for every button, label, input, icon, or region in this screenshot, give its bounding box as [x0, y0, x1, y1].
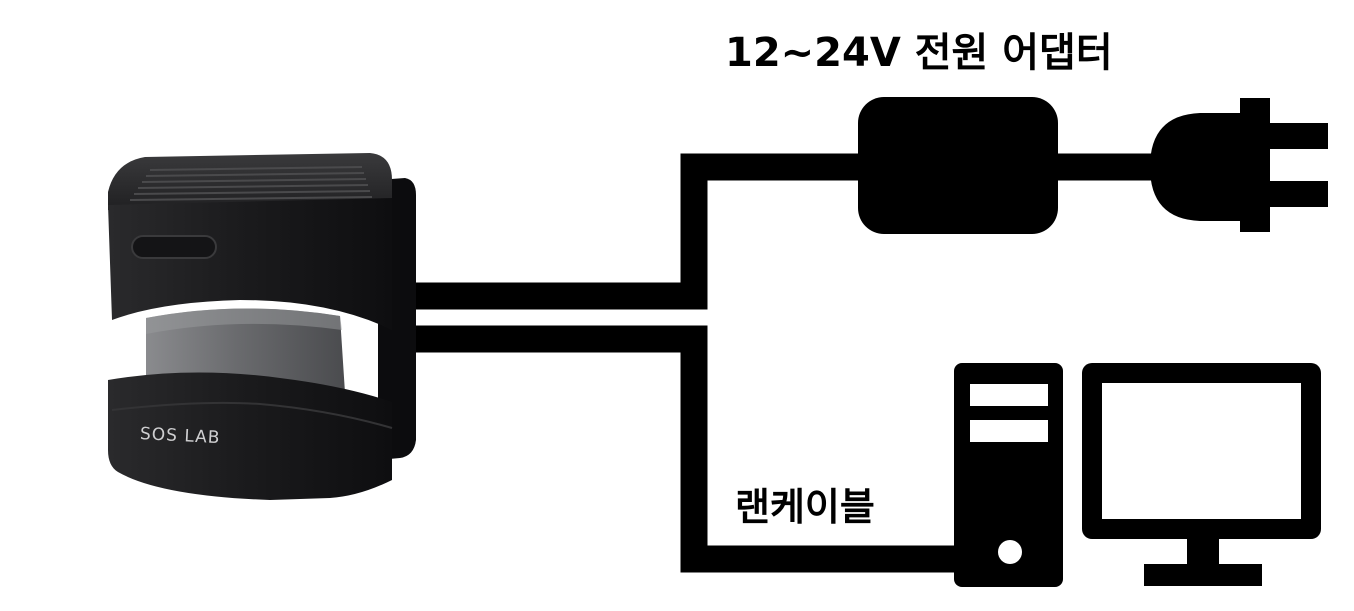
lidar-sensor: SOS LAB [108, 153, 416, 500]
pc-tower-icon [954, 363, 1063, 587]
power-plug-icon [1150, 98, 1328, 232]
device-upper-body [108, 198, 392, 330]
monitor-icon [1082, 363, 1321, 586]
vent-grille [129, 166, 373, 201]
power-adapter-label: 12~24V 전원 어댑터 [725, 30, 1113, 76]
lan-cable-label: 랜케이블 [735, 485, 875, 529]
power-cable [415, 153, 870, 310]
power-adapter-icon [858, 97, 1058, 234]
brand-logo: SOS LAB [140, 424, 221, 448]
indicator-slot [131, 235, 217, 259]
lan-cable [415, 325, 962, 573]
